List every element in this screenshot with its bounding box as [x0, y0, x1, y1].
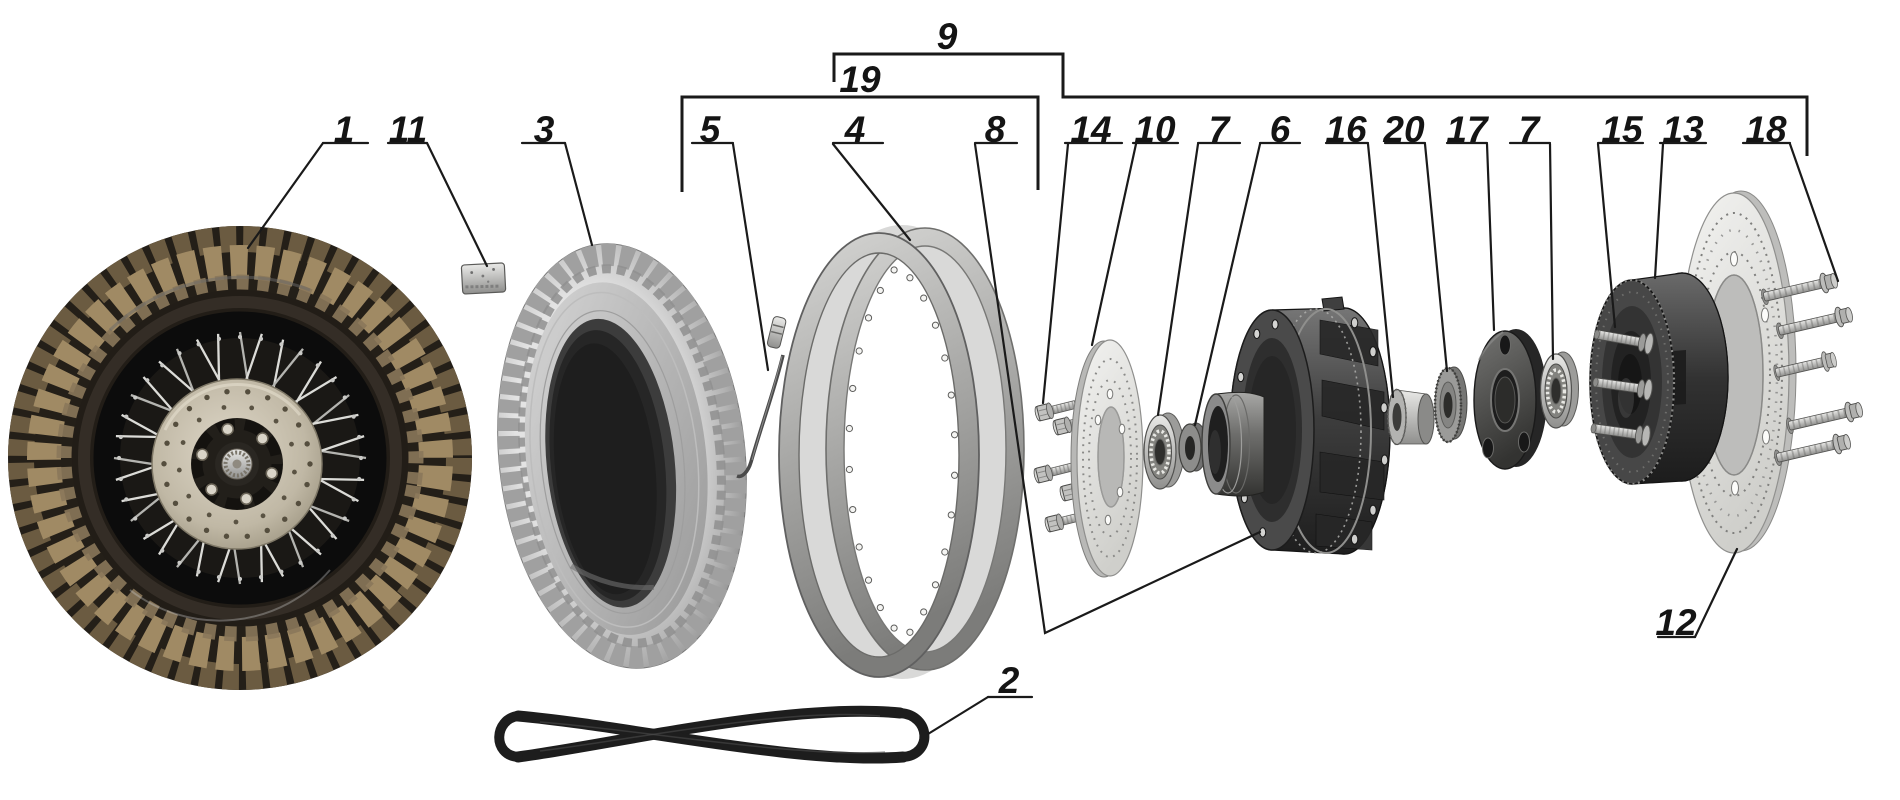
leader-line-11 — [425, 141, 489, 268]
part-number-1: 1 — [334, 109, 355, 150]
part-bearing-right — [1539, 351, 1579, 429]
part-number-14: 14 — [1070, 109, 1111, 150]
leader-line-15 — [1596, 142, 1617, 329]
callout-3: 3 — [520, 109, 594, 247]
part-number-2: 2 — [998, 660, 1020, 701]
callout-7a: 7 — [1156, 109, 1242, 417]
callout-5: 5 — [690, 109, 770, 372]
leader-line-7a — [1156, 142, 1200, 417]
part-splined-washer — [1433, 366, 1468, 444]
part-number-17: 17 — [1446, 109, 1490, 150]
part-wheel-assembly — [8, 226, 472, 690]
leader-line-17 — [1485, 142, 1496, 332]
part-number-3: 3 — [534, 109, 555, 150]
part-number-11: 11 — [389, 109, 427, 150]
part-rim-band — [494, 705, 930, 764]
bracket-line-19 — [680, 95, 1040, 192]
callout-20: 20 — [1382, 109, 1449, 373]
part-final-drum — [1588, 272, 1729, 486]
callout-18: 18 — [1741, 109, 1840, 283]
bracket-9: 9 — [832, 16, 1809, 156]
part-number-7b: 7 — [1519, 109, 1542, 150]
callout-16: 16 — [1324, 109, 1395, 399]
leader-line-6 — [1193, 142, 1262, 427]
part-tire — [497, 243, 747, 669]
leader-line-3 — [563, 141, 594, 247]
part-brake-disc-left — [1070, 339, 1144, 578]
part-number-15: 15 — [1601, 109, 1644, 150]
callout-1: 1 — [246, 109, 370, 250]
leader-line-5 — [731, 142, 770, 372]
callout-7b: 7 — [1508, 109, 1555, 361]
leader-line-13 — [1653, 142, 1665, 280]
rim-spoke-holes — [845, 266, 959, 636]
part-spacer-bushing — [1387, 388, 1435, 446]
part-number-10: 10 — [1134, 109, 1176, 150]
callout-17: 17 — [1445, 109, 1496, 332]
part-rim — [778, 225, 1025, 679]
leader-line-2 — [926, 695, 990, 736]
part-number-13: 13 — [1662, 109, 1704, 150]
leader-line-1 — [246, 141, 325, 250]
leader-line-12 — [1693, 547, 1739, 639]
callout-4: 4 — [831, 109, 912, 242]
callout-15: 15 — [1596, 109, 1645, 329]
part-number-12: 12 — [1655, 602, 1697, 643]
callout-12: 12 — [1655, 547, 1739, 643]
leader-line-14 — [1041, 142, 1070, 405]
part-number-20: 20 — [1382, 109, 1425, 150]
part-spoke — [736, 316, 787, 479]
callout-13: 13 — [1653, 109, 1708, 280]
callout-11: 11 — [386, 109, 489, 268]
callout-10: 10 — [1090, 109, 1180, 347]
part-bearing-left — [1143, 412, 1185, 490]
part-spacer-collar — [1178, 422, 1208, 473]
callout-6: 6 — [1193, 109, 1302, 427]
wheel-brake-disc — [151, 378, 323, 550]
bracket-line-9 — [832, 52, 1809, 156]
part-number-16: 16 — [1325, 109, 1367, 150]
callout-2: 2 — [926, 660, 1034, 736]
callout-14: 14 — [1041, 109, 1124, 405]
part-number-5: 5 — [700, 109, 722, 150]
part-number-8: 8 — [985, 109, 1006, 150]
part-number-19: 19 — [839, 59, 881, 100]
part-hub — [1201, 296, 1391, 555]
leader-line-18 — [1788, 142, 1840, 283]
part-drive-flange — [1473, 329, 1547, 470]
part-number-7a: 7 — [1209, 109, 1232, 150]
leader-line-8 — [973, 142, 1262, 635]
leader-line-10 — [1090, 142, 1138, 347]
part-number-18: 18 — [1745, 109, 1787, 150]
leader-line-7b — [1548, 142, 1555, 361]
leader-line-4 — [831, 142, 912, 242]
leader-line-20 — [1423, 142, 1449, 373]
part-balance-weight — [460, 262, 507, 295]
callout-8: 8 — [973, 109, 1262, 635]
part-number-4: 4 — [844, 109, 866, 150]
part-number-6: 6 — [1270, 109, 1291, 150]
bracket-19: 19 — [680, 59, 1040, 192]
leader-line-16 — [1366, 142, 1395, 399]
part-number-9: 9 — [937, 16, 958, 57]
